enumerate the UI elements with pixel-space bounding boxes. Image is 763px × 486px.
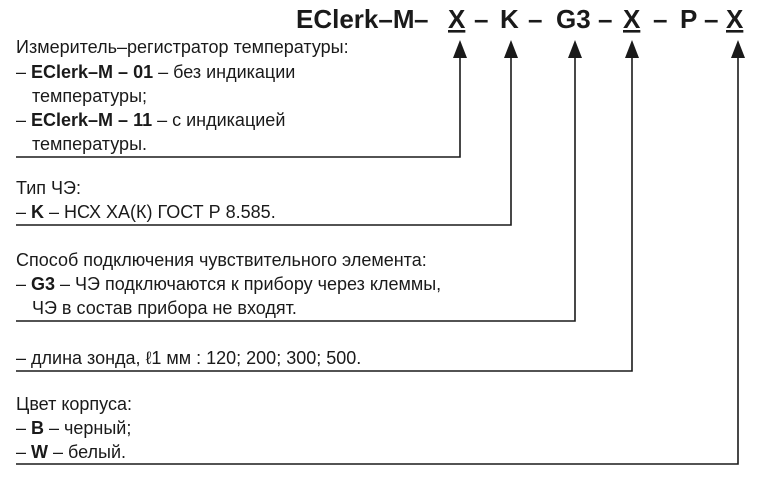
leader-lines: [16, 57, 739, 465]
arrow-probe: [625, 40, 639, 58]
section-model-option-11-cont: температуры.: [32, 134, 147, 154]
section-color-option-b: – B – черный;: [16, 418, 131, 438]
code-field-color: X: [726, 4, 744, 34]
section-model: Измеритель–регистратор температуры: – EC…: [16, 37, 349, 154]
code-dash-5: –: [653, 4, 667, 34]
code-field-p: P: [680, 4, 697, 34]
section-connection: Способ подключения чувствительного элеме…: [16, 250, 441, 318]
section-connection-title: Способ подключения чувствительного элеме…: [16, 250, 427, 270]
section-color-option-w: – W – белый.: [16, 442, 126, 462]
leader-line-color: [16, 57, 739, 465]
section-sensor-type-title: Тип ЧЭ:: [16, 178, 81, 198]
code-field-probe: X: [623, 4, 641, 34]
section-model-title: Измеритель–регистратор температуры:: [16, 37, 349, 57]
section-model-option-01-cont: температуры;: [32, 86, 147, 106]
section-probe: – длина зонда, ℓ1 мм : 120; 200; 300; 50…: [16, 348, 361, 368]
arrow-model: [453, 40, 467, 58]
section-model-option-11: – EClerk–M – 11 – с индикацией: [16, 110, 285, 130]
section-sensor-type: Тип ЧЭ: – K – НСХ ХА(К) ГОСТ Р 8.585.: [16, 178, 276, 222]
leader-line-connection: [16, 57, 576, 322]
code-prefix: EClerk–M: [296, 4, 415, 34]
arrows: [453, 40, 745, 58]
section-connection-option-g3-cont: ЧЭ в состав прибора не входят.: [32, 298, 297, 318]
section-sensor-type-option-k: – K – НСХ ХА(К) ГОСТ Р 8.585.: [16, 202, 276, 222]
arrow-sensor-type: [504, 40, 518, 58]
leader-line-probe: [16, 57, 633, 372]
code-dash-3: –: [528, 4, 542, 34]
section-model-option-01: – EClerk–M – 01 – без индикации: [16, 62, 295, 82]
ordering-code: EClerk–M – X – K – G3 – X – P – X: [296, 4, 744, 34]
section-color: Цвет корпуса: – B – черный; – W – белый.: [16, 394, 132, 462]
leader-line-model: [16, 57, 461, 158]
code-dash-6: –: [704, 4, 718, 34]
code-dash-2: –: [474, 4, 488, 34]
code-dash-1: –: [414, 4, 428, 34]
code-dash-4: –: [598, 4, 612, 34]
arrow-color: [731, 40, 745, 58]
code-field-model: X: [448, 4, 466, 34]
code-field-sensor-type: K: [500, 4, 519, 34]
code-field-connection: G3: [556, 4, 591, 34]
arrow-connection: [568, 40, 582, 58]
leader-line-sensor-type: [16, 57, 512, 226]
section-connection-option-g3: – G3 – ЧЭ подключаются к прибору через к…: [16, 274, 441, 294]
section-probe-length: – длина зонда, ℓ1 мм : 120; 200; 300; 50…: [16, 348, 361, 368]
section-color-title: Цвет корпуса:: [16, 394, 132, 414]
